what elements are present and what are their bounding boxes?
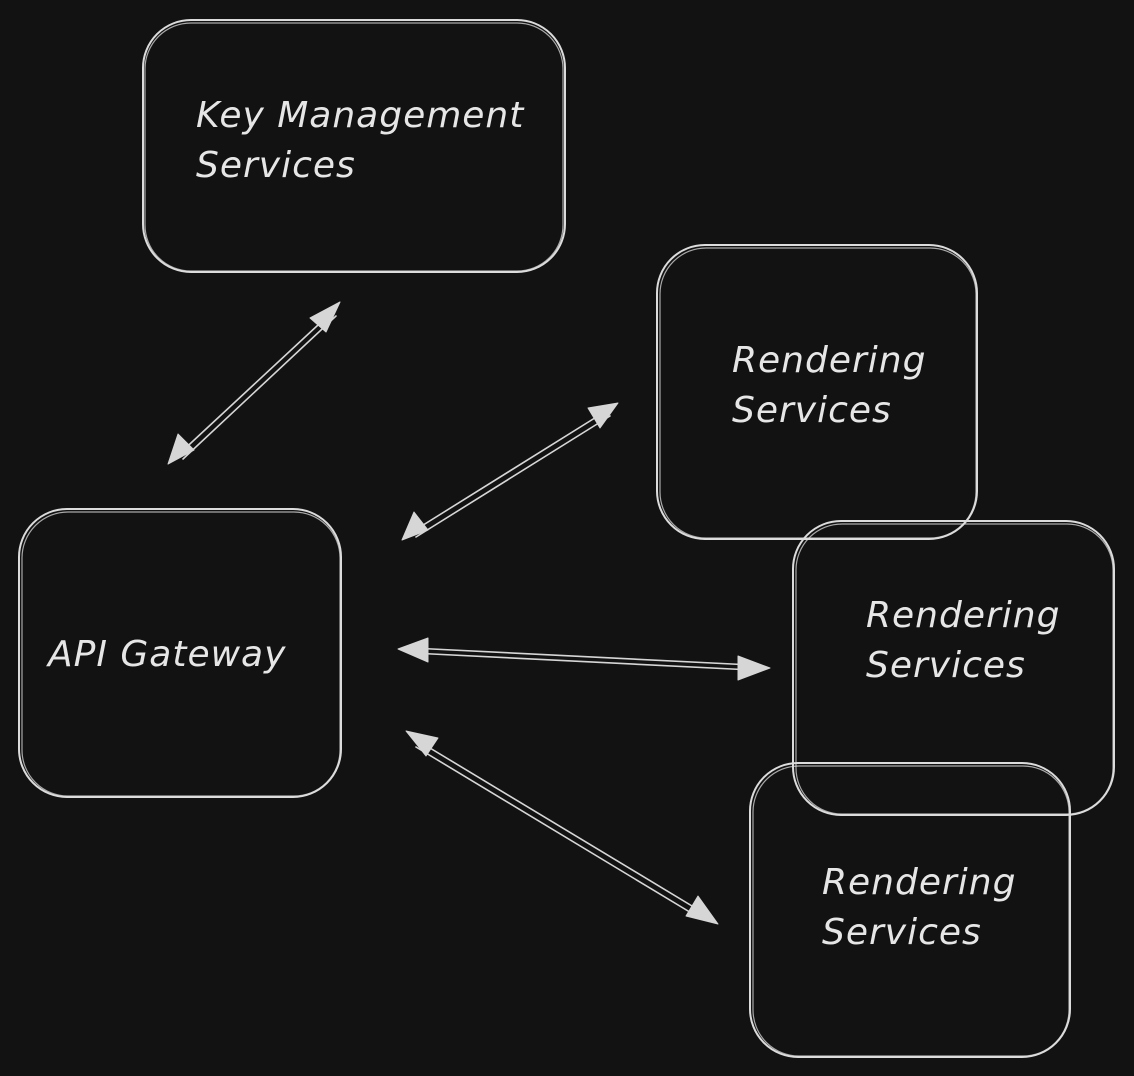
edges (167, 301, 771, 925)
node-rendering-3[interactable]: Rendering Services (749, 762, 1071, 1058)
arrowhead-key-management (309, 301, 341, 333)
edge-gateway-rendering-2[interactable] (397, 637, 771, 681)
node-box-echo (752, 765, 1070, 1057)
node-rendering-2[interactable]: Rendering Services (792, 520, 1115, 816)
node-box-echo (144, 22, 564, 272)
node-label-line-2: Services (732, 390, 892, 431)
nodes: Key Management Services Rendering Servic… (18, 19, 1115, 1058)
edge-line (419, 741, 703, 913)
node-box-echo (21, 511, 341, 797)
arrowhead-api-gateway (167, 433, 195, 465)
edge-line (415, 415, 611, 538)
node-label-line-1: Key Management (196, 95, 525, 136)
node-api-gateway[interactable]: API Gateway (18, 508, 342, 798)
edge-line (415, 746, 699, 918)
node-label-line-1: Rendering (866, 595, 1060, 636)
edge-gateway-rendering-1[interactable] (401, 402, 619, 541)
node-label-line-1: API Gateway (46, 634, 286, 675)
node-box (142, 19, 566, 273)
arrowhead-api-gateway (401, 511, 429, 541)
node-label-line-1: Rendering (822, 862, 1016, 903)
node-box-echo (795, 523, 1114, 815)
node-box-echo (659, 247, 977, 539)
node-box (792, 520, 1115, 816)
node-box (656, 244, 978, 540)
node-box (749, 762, 1071, 1058)
edge-line (182, 315, 337, 460)
node-label-line-1: Rendering (732, 340, 926, 381)
edge-line (177, 311, 333, 456)
edge-gateway-key-management[interactable] (167, 301, 341, 465)
arrowhead-api-gateway (405, 730, 439, 757)
node-key-management[interactable]: Key Management Services (142, 19, 566, 273)
edge-line (411, 647, 753, 666)
node-label-line-2: Services (196, 145, 356, 186)
node-rendering-1[interactable]: Rendering Services (656, 244, 978, 540)
arrowhead-rendering-1 (587, 402, 619, 429)
edge-line (411, 652, 753, 671)
edge-gateway-rendering-3[interactable] (405, 730, 719, 925)
node-label-line-2: Services (822, 912, 982, 953)
arrowhead-rendering-2 (737, 655, 771, 681)
edge-line (411, 410, 607, 533)
arrowhead-rendering-3 (685, 895, 719, 925)
node-box (18, 508, 342, 798)
node-label-line-2: Services (866, 645, 1026, 686)
arrowhead-api-gateway (397, 637, 429, 663)
